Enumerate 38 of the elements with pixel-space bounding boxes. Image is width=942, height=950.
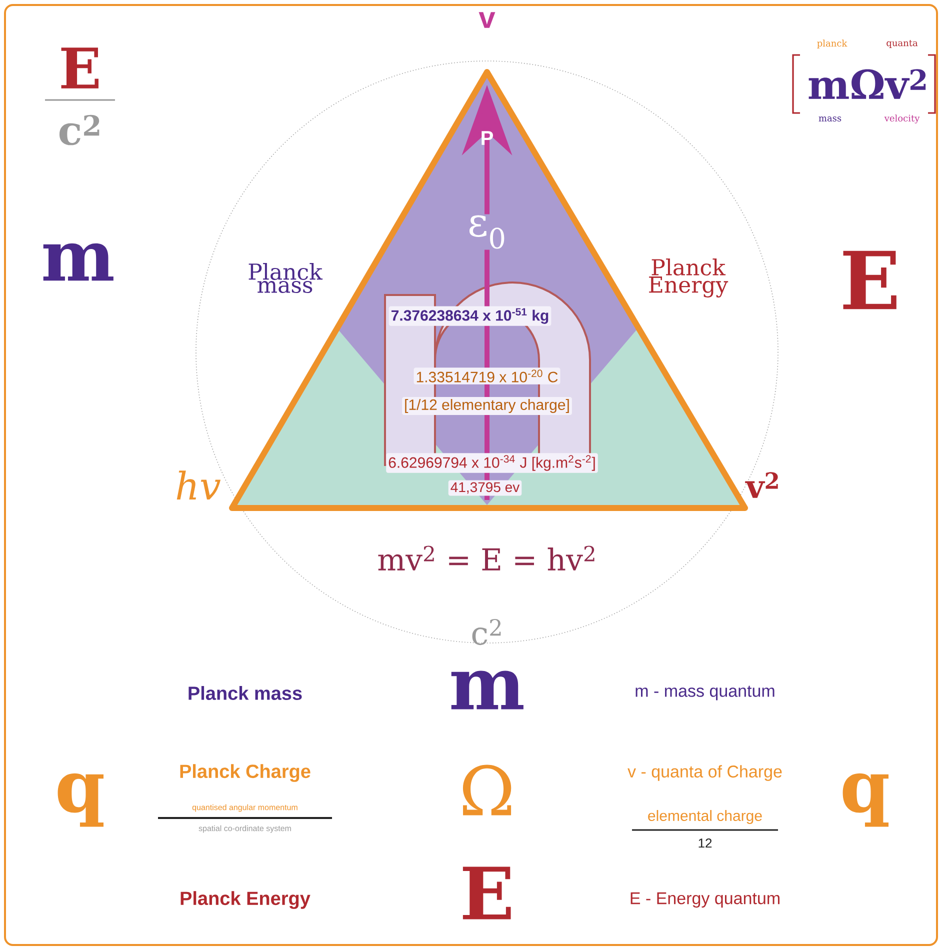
- small-text: quantised angular momentum: [192, 804, 298, 812]
- table-text: Planck Charge: [180, 764, 310, 782]
- letter: Ω: [462, 764, 512, 816]
- letter: P: [482, 131, 493, 145]
- letter: E: [462, 866, 511, 920]
- equation-text: mv$^{2}$ = E = hv$^{2}$: [378, 546, 594, 570]
- letter: ε$_{0}$: [466, 214, 508, 250]
- value-text: 7.376238634 x 10$^{-51}$ kg: [388, 306, 552, 326]
- letter: E: [843, 250, 896, 310]
- label-text: Planck mass: [248, 262, 323, 294]
- letter: hv: [176, 470, 221, 500]
- letter: v: [478, 12, 496, 28]
- table-text: E - Energy quantum: [630, 892, 780, 908]
- letter: c$^{2}$: [59, 114, 100, 146]
- letter: v$^{2}$: [745, 472, 778, 498]
- letter: E: [61, 48, 98, 88]
- table-text: Planck Energy: [180, 891, 310, 909]
- letter: c$^{2}$: [472, 618, 501, 646]
- table-text: v - quanta of Charge: [628, 765, 782, 781]
- value-text: 6.62969794 x 10$^{-34}$ J [kg.m$^{2}$s$^{-2}$]: [386, 453, 598, 473]
- value-text: 1.33514719 x 10$^{-20}$ C: [414, 368, 560, 384]
- word: planck: [817, 40, 848, 48]
- value-text: [1/12 elementary charge]: [402, 397, 572, 415]
- word: velocity: [884, 114, 920, 124]
- table-text: Planck mass: [188, 686, 302, 700]
- word: mass: [818, 116, 842, 122]
- label-text: Planck Energy: [649, 258, 728, 298]
- table-text: m - mass quantum: [636, 686, 774, 700]
- small-text: spatial co-ordinate system: [198, 825, 291, 833]
- letter: m: [451, 670, 524, 710]
- formula-text: mΩv$^{2}$: [808, 69, 926, 99]
- letter: m: [43, 243, 114, 281]
- table-text: 12: [698, 838, 712, 848]
- table-text: elemental charge: [648, 810, 762, 824]
- letter: q: [58, 773, 104, 827]
- value-text: 41,3795 ev: [448, 480, 522, 496]
- letter: q: [842, 773, 888, 827]
- word: quanta: [886, 40, 918, 48]
